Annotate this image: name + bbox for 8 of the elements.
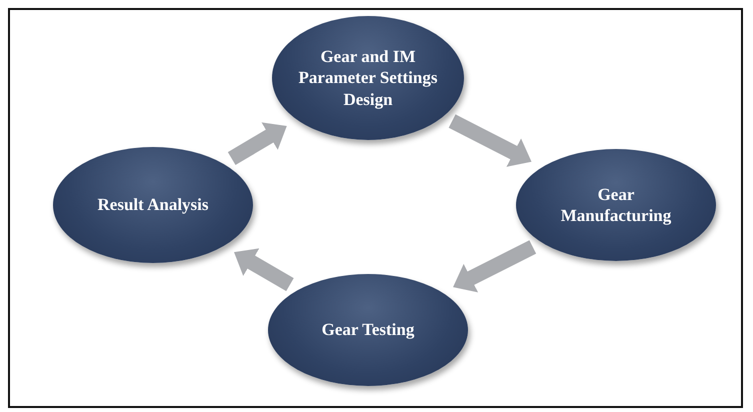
block-arrow: [448, 114, 532, 167]
block-arrow: [228, 122, 287, 165]
block-arrow: [234, 248, 294, 292]
node-label: Gear Manufacturing: [560, 184, 672, 226]
node-label: Result Analysis: [96, 194, 210, 216]
node-label: Gear and IM Parameter Settings Design: [298, 46, 438, 110]
block-arrow: [453, 240, 536, 292]
node-label: Gear Testing: [320, 319, 416, 341]
